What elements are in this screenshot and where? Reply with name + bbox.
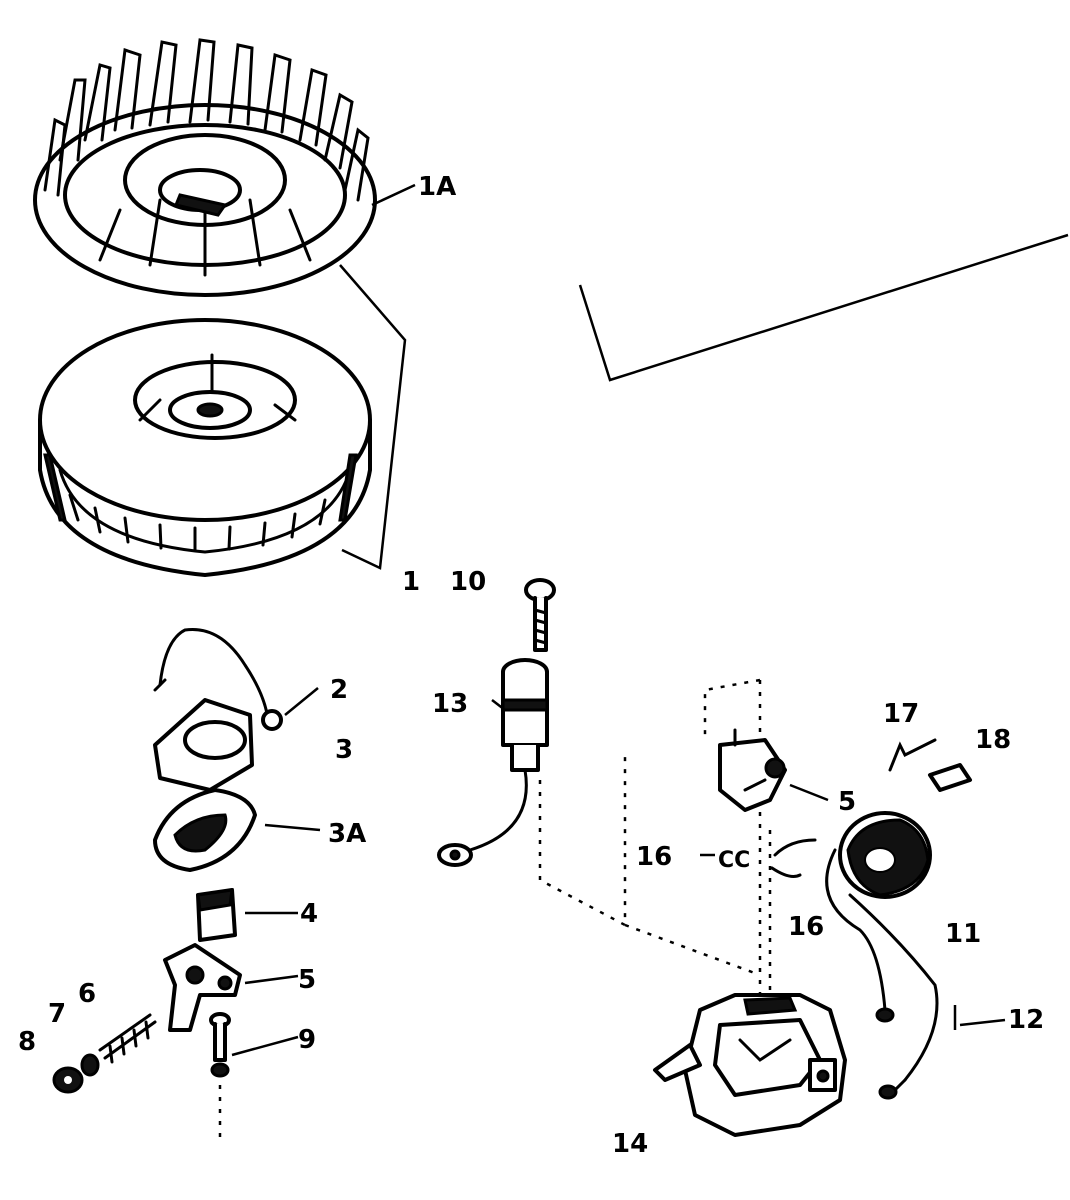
callout-11: 11 xyxy=(945,919,981,949)
housing-14 xyxy=(653,993,847,1137)
callout-12: 12 xyxy=(1008,1005,1044,1035)
screw-10 xyxy=(524,578,556,652)
coil-11 xyxy=(825,811,939,1100)
arm-5-left xyxy=(163,943,242,1032)
leader-1a xyxy=(371,183,416,207)
bushing-4 xyxy=(196,888,237,942)
svg-text:CC: CC xyxy=(718,848,750,873)
nut-8 xyxy=(52,1066,84,1094)
callout-bracket-1 xyxy=(339,264,407,570)
callout-1a: 1A xyxy=(418,172,456,202)
callout-5-right: 5 xyxy=(838,787,856,817)
callout-3a: 3A xyxy=(328,819,366,849)
wire-clip-17 xyxy=(888,738,937,772)
washer-7 xyxy=(80,1053,100,1077)
alignment-line-right xyxy=(703,678,772,995)
cam-3a xyxy=(153,788,257,872)
callout-8: 8 xyxy=(18,1027,36,1057)
spring-16 xyxy=(770,838,817,878)
spring-clip-2 xyxy=(153,627,283,731)
callout-6: 6 xyxy=(78,979,96,1009)
terminal-13 xyxy=(437,658,549,867)
callout-4: 4 xyxy=(300,899,318,929)
alignment-line-terminal xyxy=(538,750,761,977)
callout-10: 10 xyxy=(450,567,486,597)
plate-18 xyxy=(928,763,972,792)
callout-7: 7 xyxy=(48,999,66,1029)
callout-3: 3 xyxy=(335,735,353,765)
callout-9: 9 xyxy=(298,1025,316,1055)
callout-labels: 1A 1 10 2 13 3 3A 4 5 9 6 7 8 17 18 5 16… xyxy=(18,172,1044,1159)
spring-6 xyxy=(98,1013,157,1064)
callout-17: 17 xyxy=(883,699,919,729)
flywheel-1 xyxy=(38,318,372,577)
clip-16: CC xyxy=(718,848,750,873)
callout-5-left: 5 xyxy=(298,965,316,995)
callout-18: 18 xyxy=(975,725,1011,755)
callout-13: 13 xyxy=(432,689,468,719)
callout-16-left: 16 xyxy=(636,842,672,872)
fan-blower-1a xyxy=(33,38,377,297)
bracket-5-right xyxy=(718,728,787,812)
callout-14: 14 xyxy=(612,1129,648,1159)
callout-1: 1 xyxy=(402,567,420,597)
callout-16-bottom: 16 xyxy=(788,912,824,942)
plate-3 xyxy=(153,698,254,792)
callout-2: 2 xyxy=(330,675,348,705)
screw-9 xyxy=(209,1012,231,1078)
page-edge-line xyxy=(578,233,1069,382)
leader-lines xyxy=(231,687,1006,1057)
